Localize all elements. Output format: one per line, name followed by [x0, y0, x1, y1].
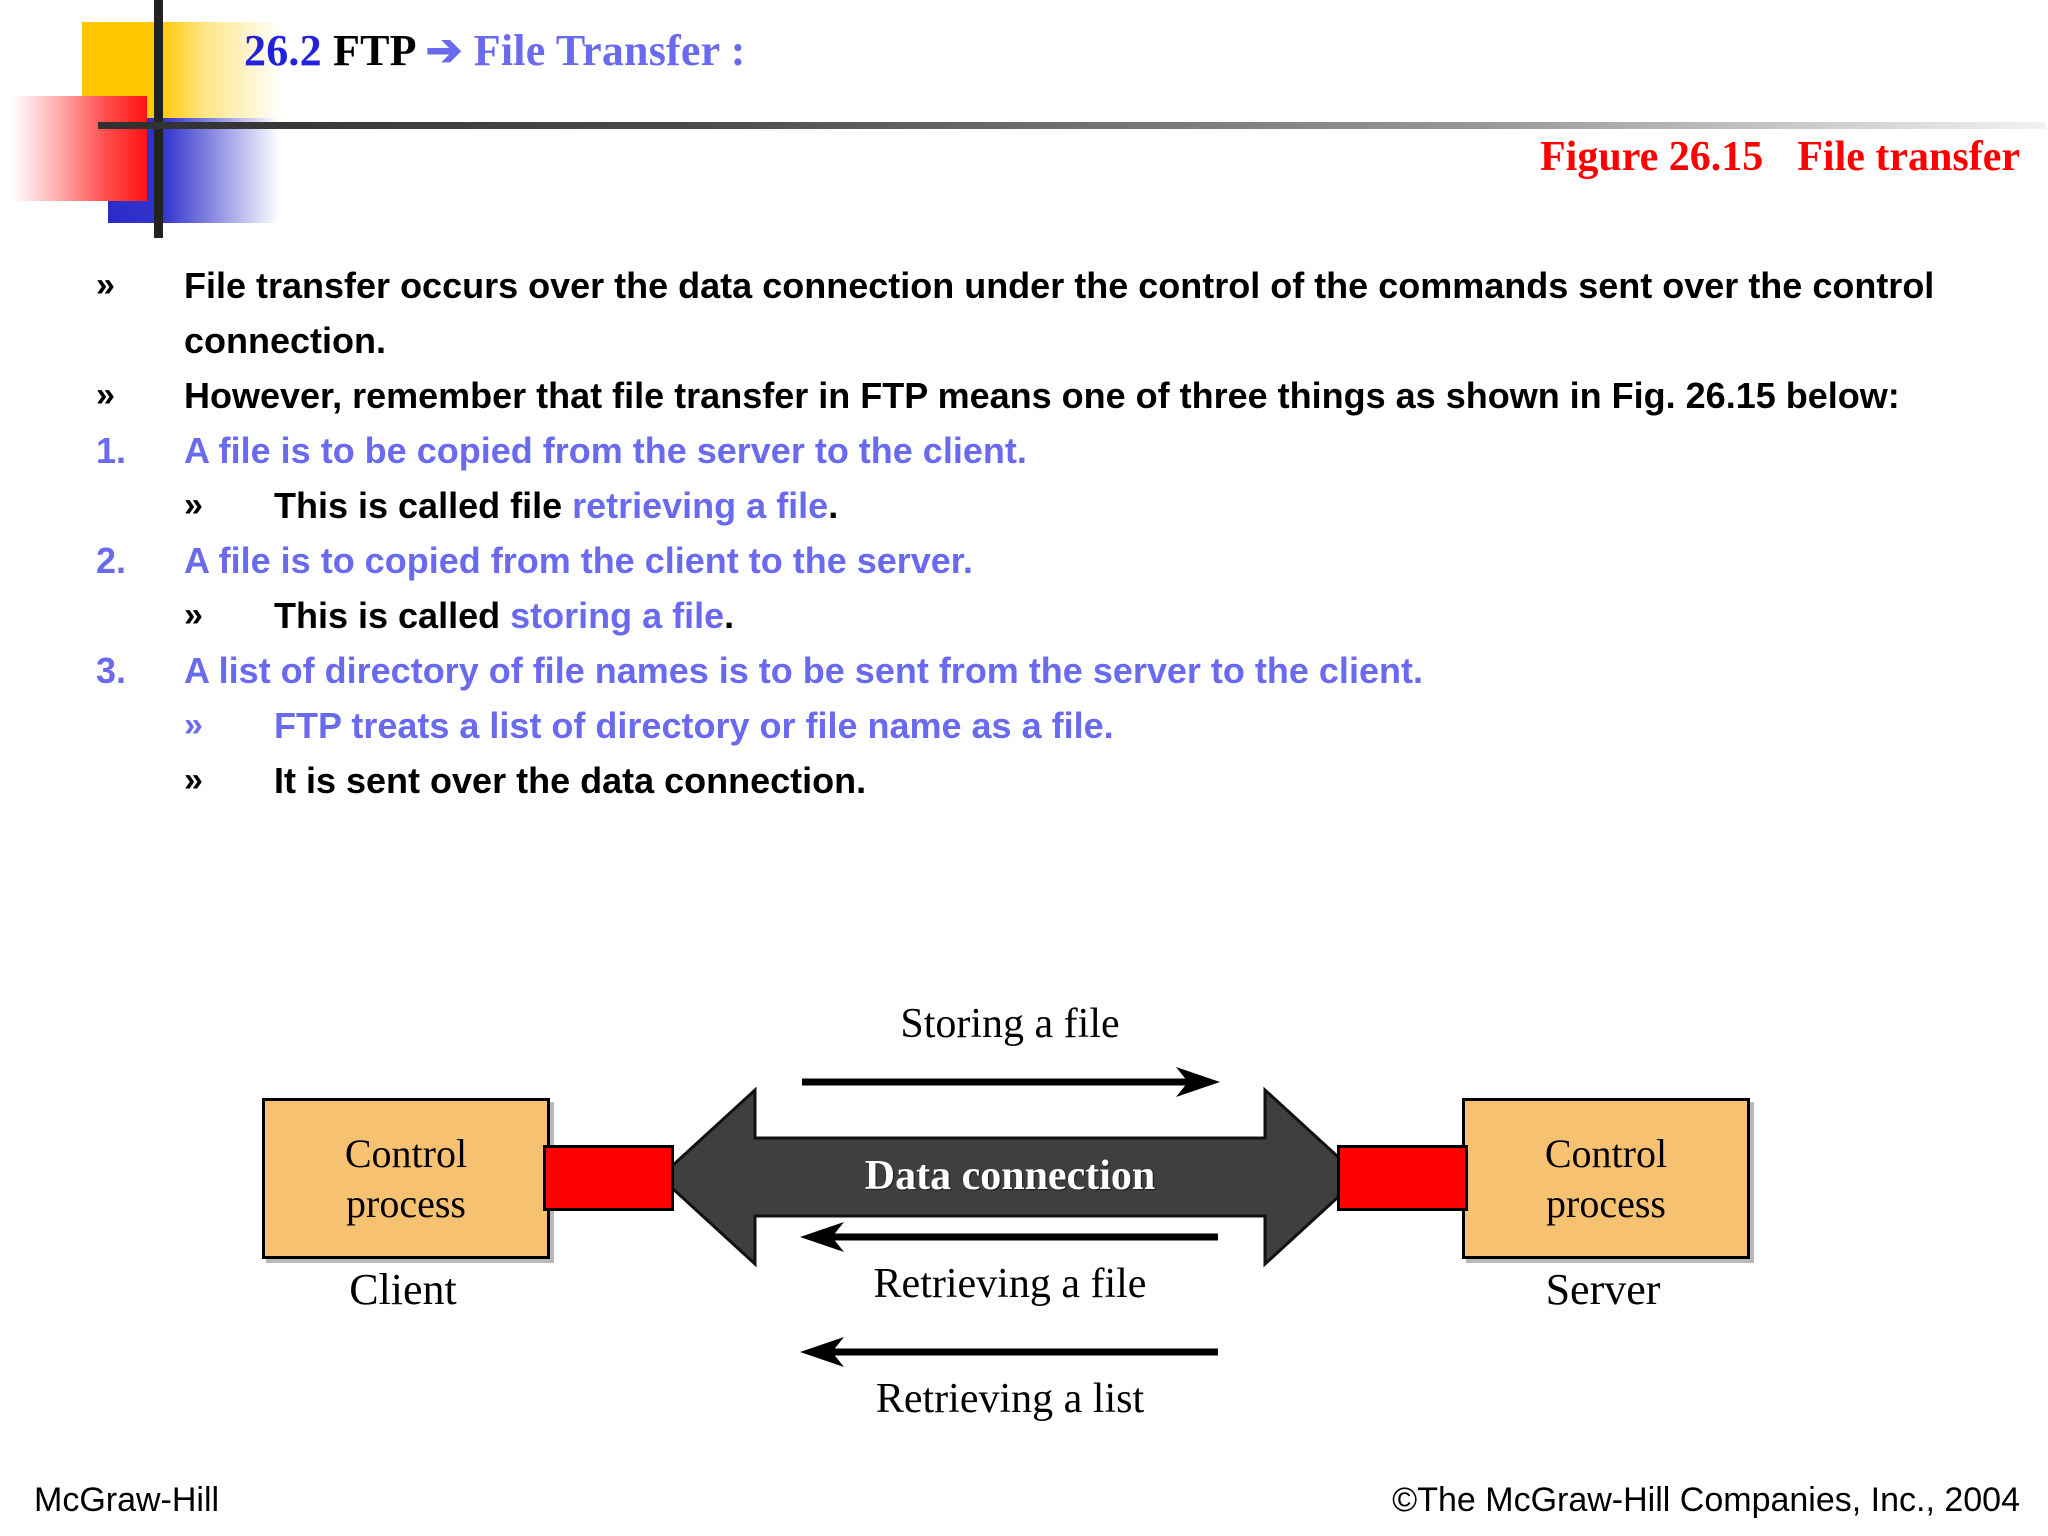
list-item-text: This is called storing a file.: [274, 588, 1996, 643]
text-run: This is called file: [274, 485, 573, 526]
title-topic: FTP: [333, 26, 415, 75]
server-control-process-box: Control process: [1462, 1098, 1750, 1259]
list-item-marker: »: [184, 706, 203, 744]
data-connection-arrow-shape: [660, 1086, 1360, 1268]
deco-red-square: [12, 96, 147, 201]
text-run: .: [724, 595, 735, 636]
list-item-marker: 1.: [96, 430, 127, 471]
arrow-retrieving-a-list-icon: [800, 1337, 1218, 1367]
text-run: File transfer occurs over the data conne…: [184, 265, 1935, 361]
list-item-marker: 2.: [96, 540, 127, 581]
title-subject: File Transfer :: [473, 26, 746, 75]
list-item-text: A list of directory of file names is to …: [184, 643, 1996, 698]
deco-vertical-rule: [154, 0, 163, 238]
flow-label-retrieving-a-list: Retrieving a list: [875, 1376, 1145, 1422]
list-item: » This is called file retrieving a file.: [96, 478, 1996, 533]
list-item-marker: »: [184, 761, 203, 799]
arrow-storing-a-file-icon: [802, 1067, 1220, 1097]
list-item-text: FTP treats a list of directory or file n…: [274, 698, 1996, 753]
list-item: 1. A file is to be copied from the server…: [96, 423, 1996, 478]
arrow-retrieving-a-file-icon: [800, 1222, 1218, 1252]
text-run: This is called: [274, 595, 511, 636]
server-label: Server: [1545, 1265, 1661, 1314]
figure-caption: Figure 26.15 File transfer: [1540, 133, 2020, 181]
client-label: Client: [349, 1265, 457, 1314]
list-item: 3. A list of directory of file names is t…: [96, 643, 1996, 698]
text-run: A file is to copied from the client to t…: [184, 540, 973, 581]
flow-label-storing-a-file: Storing a file: [900, 1001, 1120, 1047]
client-box-line1: Control: [344, 1130, 468, 1176]
file-transfer-diagram: Data connection Control process Client C…: [0, 1001, 2048, 1450]
arrow-right-icon: ➔: [425, 26, 463, 75]
slide-content-list: » File transfer occurs over the data conn…: [96, 258, 1996, 808]
list-item-text: However, remember that file transfer in …: [184, 368, 1996, 423]
list-item-marker: »: [96, 266, 115, 304]
text-run: A file is to be copied from the server t…: [184, 430, 1027, 471]
list-item: » However, remember that file transfer in…: [96, 368, 1996, 423]
list-item-marker: »: [184, 486, 203, 524]
server-box-line2: process: [1546, 1180, 1666, 1226]
list-item-text: A file is to copied from the client to t…: [184, 533, 1996, 588]
title-section-number: 26.2: [244, 26, 322, 75]
list-item-marker: »: [96, 376, 115, 414]
footer-copyright: ©The McGraw-Hill Companies, Inc., 2004: [1392, 1481, 2020, 1519]
text-run: storing a file: [510, 595, 725, 636]
page-title: 26.2 FTP ➔ File Transfer :: [244, 25, 746, 76]
client-control-process-box: Control process: [262, 1098, 550, 1259]
text-run: retrieving a file: [572, 485, 829, 526]
title-divider-rule: [98, 122, 2046, 129]
list-item-text: It is sent over the data connection.: [274, 753, 1996, 808]
list-item-text: File transfer occurs over the data conne…: [184, 258, 1996, 368]
list-item: » It is sent over the data connection.: [96, 753, 1996, 808]
footer-publisher: McGraw-Hill: [34, 1481, 220, 1519]
data-connection-label: Data connection: [864, 1153, 1156, 1199]
text-run: However, remember that file transfer in …: [184, 375, 1900, 416]
figure-label: Figure 26.15: [1540, 134, 1764, 180]
list-item-text: This is called file retrieving a file.: [274, 478, 1996, 533]
text-run: .: [828, 485, 839, 526]
list-item-marker: »: [184, 596, 203, 634]
text-run: It is sent over the data connection.: [274, 760, 867, 801]
figure-title: File transfer: [1797, 134, 2020, 180]
server-control-connection-link: [1337, 1145, 1468, 1211]
text-run: FTP treats a list of directory or file n…: [274, 705, 1114, 746]
text-run: A list of directory of file names is to …: [184, 650, 1423, 691]
list-item: 2. A file is to copied from the client to…: [96, 533, 1996, 588]
list-item: » File transfer occurs over the data conn…: [96, 258, 1996, 368]
list-item-text: A file is to be copied from the server t…: [184, 423, 1996, 478]
list-item-marker: 3.: [96, 650, 127, 691]
client-control-connection-link: [543, 1145, 674, 1211]
flow-label-retrieving-a-file: Retrieving a file: [873, 1261, 1147, 1307]
client-box-line2: process: [346, 1180, 466, 1226]
list-item: » FTP treats a list of directory or file …: [96, 698, 1996, 753]
server-box-line1: Control: [1544, 1130, 1668, 1176]
list-item: » This is called storing a file.: [96, 588, 1996, 643]
deco-blue-square: [108, 118, 280, 223]
